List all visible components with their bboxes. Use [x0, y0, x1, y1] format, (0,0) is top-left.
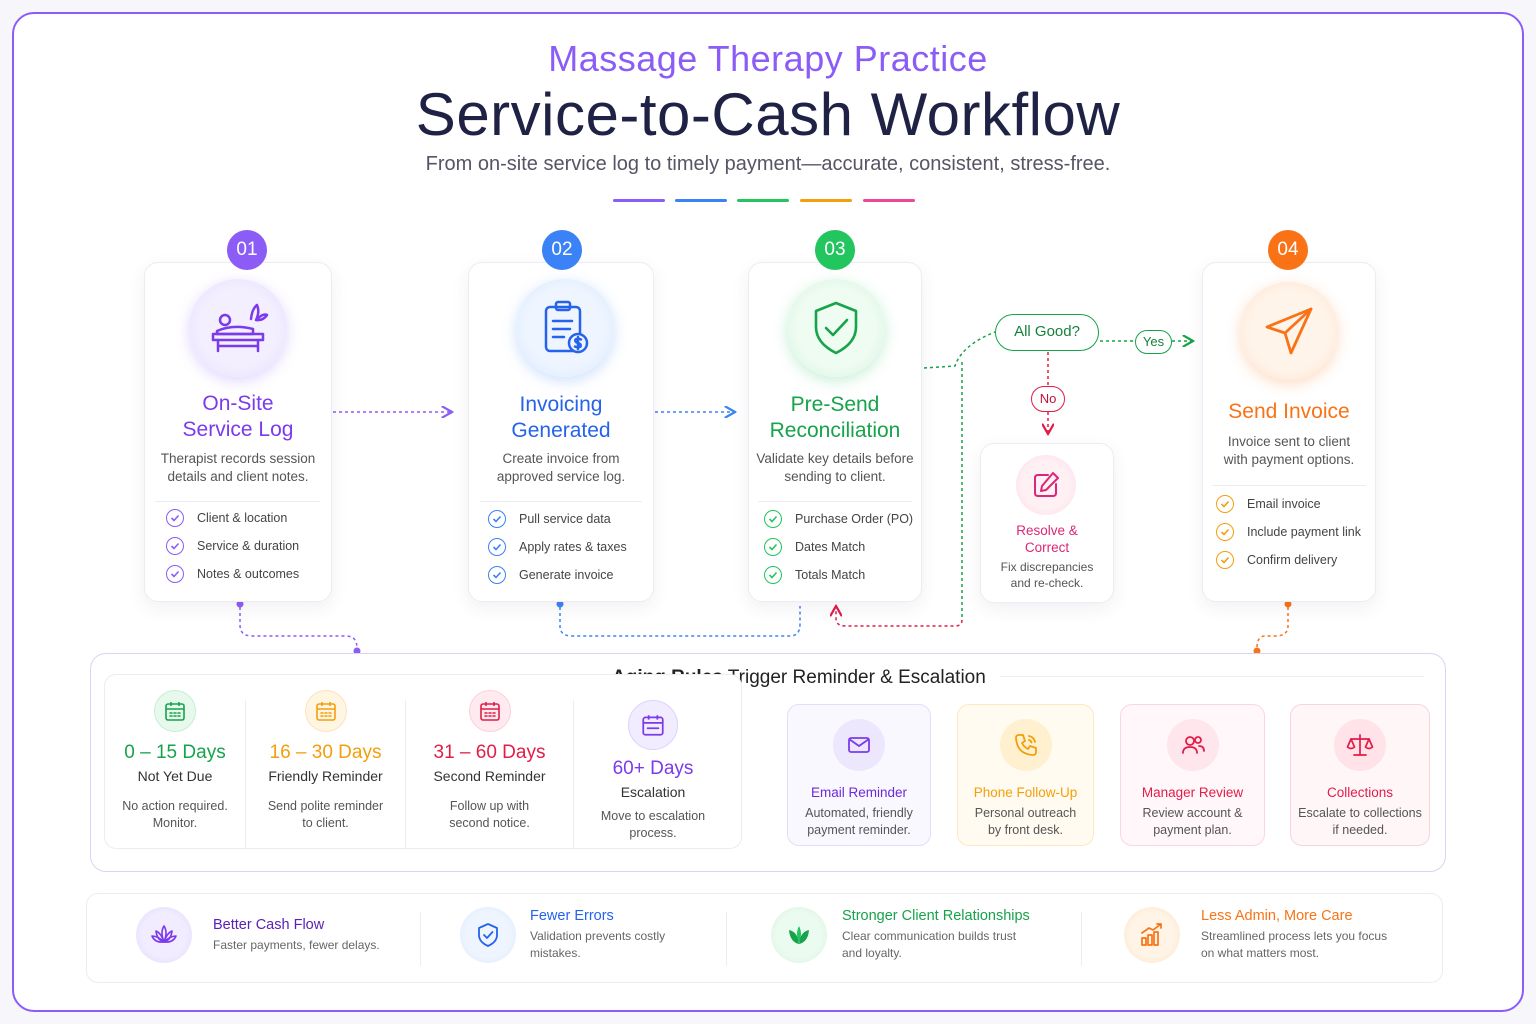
check-circle-icon: [488, 566, 506, 584]
invoice-clipboard-icon: [516, 279, 614, 377]
accent-bar-purple: [613, 199, 665, 202]
step-checklist-send-invoice: Email invoice Include payment link Confi…: [1216, 490, 1361, 574]
accent-bar-pink: [863, 199, 915, 202]
resolve-desc: Fix discrepancies and re-check.: [1000, 560, 1094, 590]
massage-table-icon: [189, 279, 287, 377]
step-checklist-reconciliation: Purchase Order (PO) Dates Match Totals M…: [764, 505, 913, 589]
step-title-invoicing: Invoicing Generated: [511, 393, 611, 442]
divider: [1081, 912, 1082, 966]
step-desc-send-invoice: Invoice sent to client with payment opti…: [1223, 434, 1355, 467]
benefit-client-relationships: Stronger Client Relationships Clear comm…: [771, 907, 1076, 963]
aging-bucket-16-30: 16 – 30 Days Friendly Reminder Send poli…: [246, 690, 405, 832]
checklist-item: Totals Match: [764, 561, 913, 589]
shield-check-icon: [787, 279, 885, 377]
lotus-icon: [136, 907, 192, 963]
checklist-item: Generate invoice: [488, 561, 627, 589]
aging-bucket-0-15: 0 – 15 Days Not Yet Due No action requir…: [105, 690, 245, 832]
accent-bar-orange: [800, 199, 852, 202]
aging-buckets: [104, 674, 742, 849]
step-desc-invoicing: Create invoice from approved service log…: [496, 451, 626, 484]
check-circle-icon: [488, 538, 506, 556]
divider: [1212, 485, 1366, 486]
calendar-icon: [304, 690, 347, 732]
checklist-item: Client & location: [166, 504, 299, 532]
check-circle-icon: [166, 565, 184, 583]
step-desc-service-log: Therapist records session details and cl…: [160, 451, 316, 484]
growth-chart-icon: [1124, 907, 1180, 963]
calendar-icon: [154, 690, 196, 732]
decision-yes-label: Yes: [1135, 330, 1172, 354]
step-checklist-service-log: Client & location Service & duration Not…: [166, 504, 299, 588]
users-icon: [1166, 719, 1219, 771]
divider: [726, 912, 727, 966]
check-circle-icon: [166, 537, 184, 555]
check-circle-icon: [764, 510, 782, 528]
benefit-less-admin: Less Admin, More Care Streamlined proces…: [1124, 907, 1434, 963]
calendar-icon: [628, 700, 678, 750]
step-title-service-log: On-Site Service Log: [182, 392, 294, 441]
calendar-icon: [468, 690, 511, 732]
check-circle-icon: [764, 566, 782, 584]
step-title-send-invoice: Send Invoice: [1228, 400, 1350, 423]
divider: [480, 501, 642, 502]
step-badge-01: 01: [227, 230, 267, 270]
decision-no-label: No: [1031, 386, 1065, 412]
divider: [758, 501, 912, 502]
decision-all-good: All Good?: [995, 314, 1099, 351]
phone-icon: [999, 719, 1052, 771]
checklist-item: Service & duration: [166, 532, 299, 560]
divider: [420, 912, 421, 966]
step-title-reconciliation: Pre-Send Reconciliation: [769, 393, 901, 442]
benefit-cash-flow: Better Cash Flow Faster payments, fewer …: [136, 907, 416, 963]
checklist-item: Pull service data: [488, 505, 627, 533]
checklist-item: Dates Match: [764, 533, 913, 561]
scales-icon: [1334, 719, 1386, 771]
check-circle-icon: [764, 538, 782, 556]
check-circle-icon: [488, 510, 506, 528]
benefits-bar: [86, 893, 1443, 983]
checklist-item: Include payment link: [1216, 518, 1361, 546]
check-circle-icon: [1216, 523, 1234, 541]
edit-icon: [1016, 455, 1076, 515]
divider: [245, 700, 246, 848]
step-checklist-invoicing: Pull service data Apply rates & taxes Ge…: [488, 505, 627, 589]
page-pretitle: Massage Therapy Practice: [548, 38, 988, 79]
checklist-item: Apply rates & taxes: [488, 533, 627, 561]
aging-bucket-31-60: 31 – 60 Days Second Reminder Follow up w…: [406, 690, 573, 832]
step-badge-03: 03: [815, 230, 855, 270]
divider: [573, 700, 574, 848]
step-desc-reconciliation: Validate key details before sending to c…: [756, 451, 914, 484]
resolve-title: Resolve & Correct: [1016, 523, 1078, 555]
divider: [1000, 676, 1424, 677]
checklist-item: Notes & outcomes: [166, 560, 299, 588]
check-circle-icon: [1216, 495, 1234, 513]
divider: [155, 501, 320, 502]
step-badge-02: 02: [542, 230, 582, 270]
page-title: Service-to-Cash Workflow: [415, 81, 1121, 148]
paper-plane-icon: [1240, 282, 1338, 380]
escalation-manager-review: Manager Review Review account &payment p…: [1120, 704, 1265, 846]
checklist-item: Email invoice: [1216, 490, 1361, 518]
page-subtitle: From on-site service log to timely payme…: [425, 153, 1111, 175]
divider: [405, 700, 406, 848]
check-circle-icon: [166, 509, 184, 527]
step-badge-04: 04: [1268, 230, 1308, 270]
checklist-item: Purchase Order (PO): [764, 505, 913, 533]
accent-bar-blue: [675, 199, 727, 202]
check-circle-icon: [1216, 551, 1234, 569]
leaves-icon: [771, 907, 827, 963]
checklist-item: Confirm delivery: [1216, 546, 1361, 574]
accent-bar-green: [737, 199, 789, 202]
envelope-icon: [833, 719, 885, 771]
shield-check-icon: [460, 907, 516, 963]
